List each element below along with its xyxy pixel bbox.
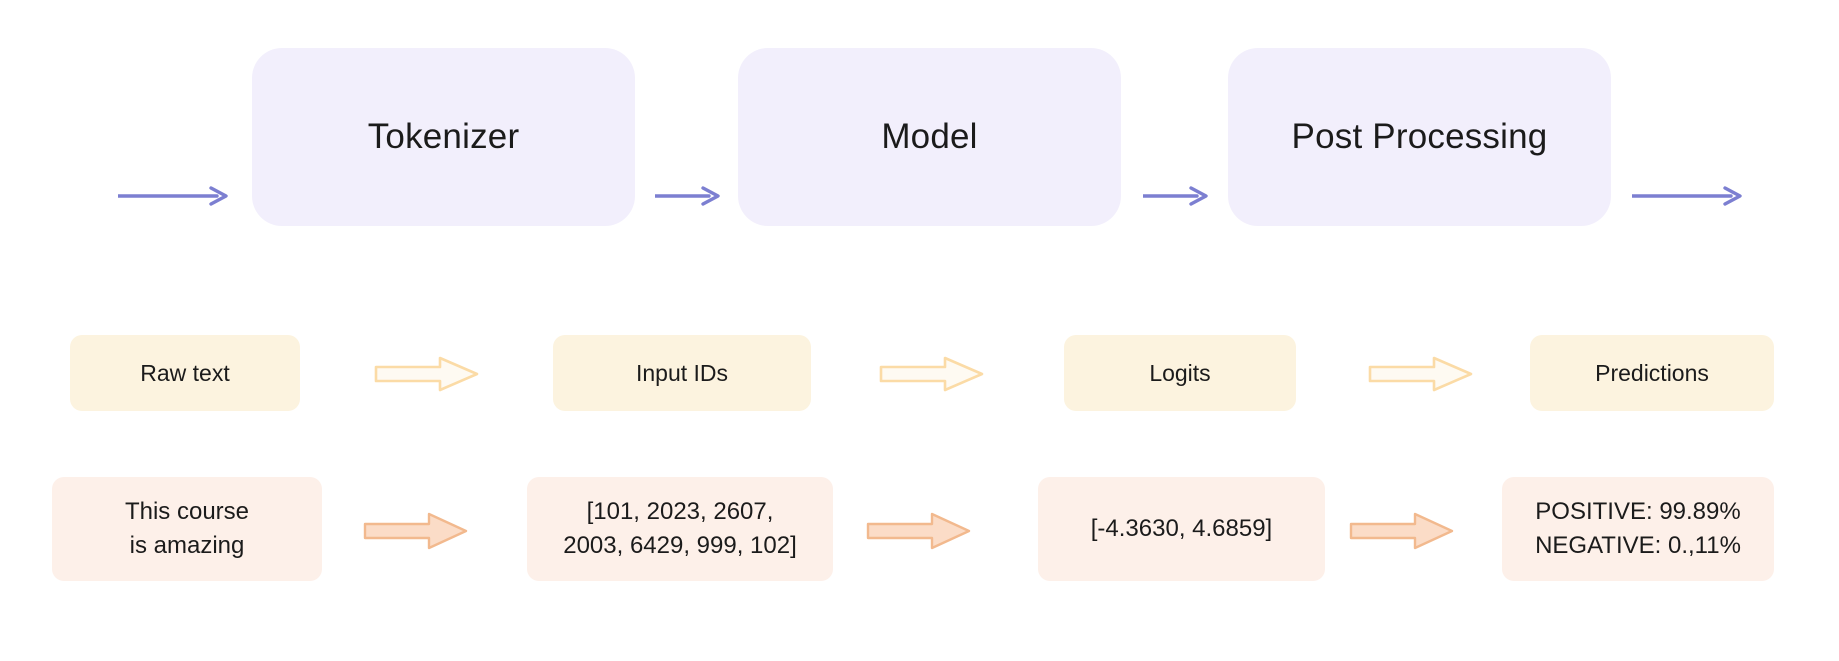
stage-box-model[interactable]: Model (738, 48, 1121, 226)
type-box-logits[interactable]: Logits (1064, 335, 1296, 411)
arrow-tokenizer-to-model-icon (653, 185, 720, 212)
example-box-raw-text[interactable]: This course is amazing (52, 477, 322, 581)
arrow-input-ids-to-logits-icon (879, 355, 984, 398)
arrow-out-of-post-processing-icon (1630, 185, 1742, 212)
arrow-example-logits-to-predictions-icon (1349, 511, 1454, 556)
example-box-logits[interactable]: [-4.3630, 4.6859] (1038, 477, 1325, 581)
type-box-raw-text[interactable]: Raw text (70, 335, 300, 411)
stage-box-tokenizer[interactable]: Tokenizer (252, 48, 635, 226)
type-label-predictions: Predictions (1595, 359, 1709, 386)
example-line: [101, 2023, 2607, (586, 497, 774, 525)
arrow-example-text-to-ids-icon (363, 511, 468, 556)
example-line: 2003, 6429, 999, 102] (563, 532, 797, 559)
type-label-logits: Logits (1149, 359, 1211, 386)
type-box-input-ids[interactable]: Input IDs (553, 335, 811, 411)
example-box-predictions[interactable]: POSITIVE: 99.89% NEGATIVE: 0.,11% (1502, 477, 1774, 581)
pipeline-stage-row: Tokenizer Model Post Processing (0, 48, 1839, 226)
stage-label-model: Model (881, 117, 978, 156)
example-line: [-4.3630, 4.6859] (1090, 514, 1273, 542)
stage-label-post-processing: Post Processing (1291, 117, 1548, 156)
stage-box-post-processing[interactable]: Post Processing (1228, 48, 1611, 226)
arrow-logits-to-predictions-icon (1368, 355, 1473, 398)
example-box-input-ids[interactable]: [101, 2023, 2607, 2003, 6429, 999, 102] (527, 477, 833, 581)
type-label-raw-text: Raw text (140, 359, 230, 386)
arrow-example-ids-to-logits-icon (866, 511, 971, 556)
type-box-predictions[interactable]: Predictions (1530, 335, 1774, 411)
example-line: POSITIVE: 99.89% (1535, 497, 1741, 525)
arrow-raw-text-to-input-ids-icon (374, 355, 479, 398)
example-line: NEGATIVE: 0.,11% (1535, 532, 1741, 559)
arrow-model-to-post-processing-icon (1141, 185, 1208, 212)
example-line: This course (124, 497, 250, 525)
example-line: is amazing (129, 532, 245, 559)
type-label-input-ids: Input IDs (635, 359, 729, 386)
data-type-row: Raw text Input IDs Logits Predictions (0, 335, 1839, 411)
arrow-into-tokenizer-icon (116, 185, 228, 212)
stage-label-tokenizer: Tokenizer (367, 117, 520, 156)
example-value-row: This course is amazing [101, 2023, 2607,… (0, 477, 1839, 581)
